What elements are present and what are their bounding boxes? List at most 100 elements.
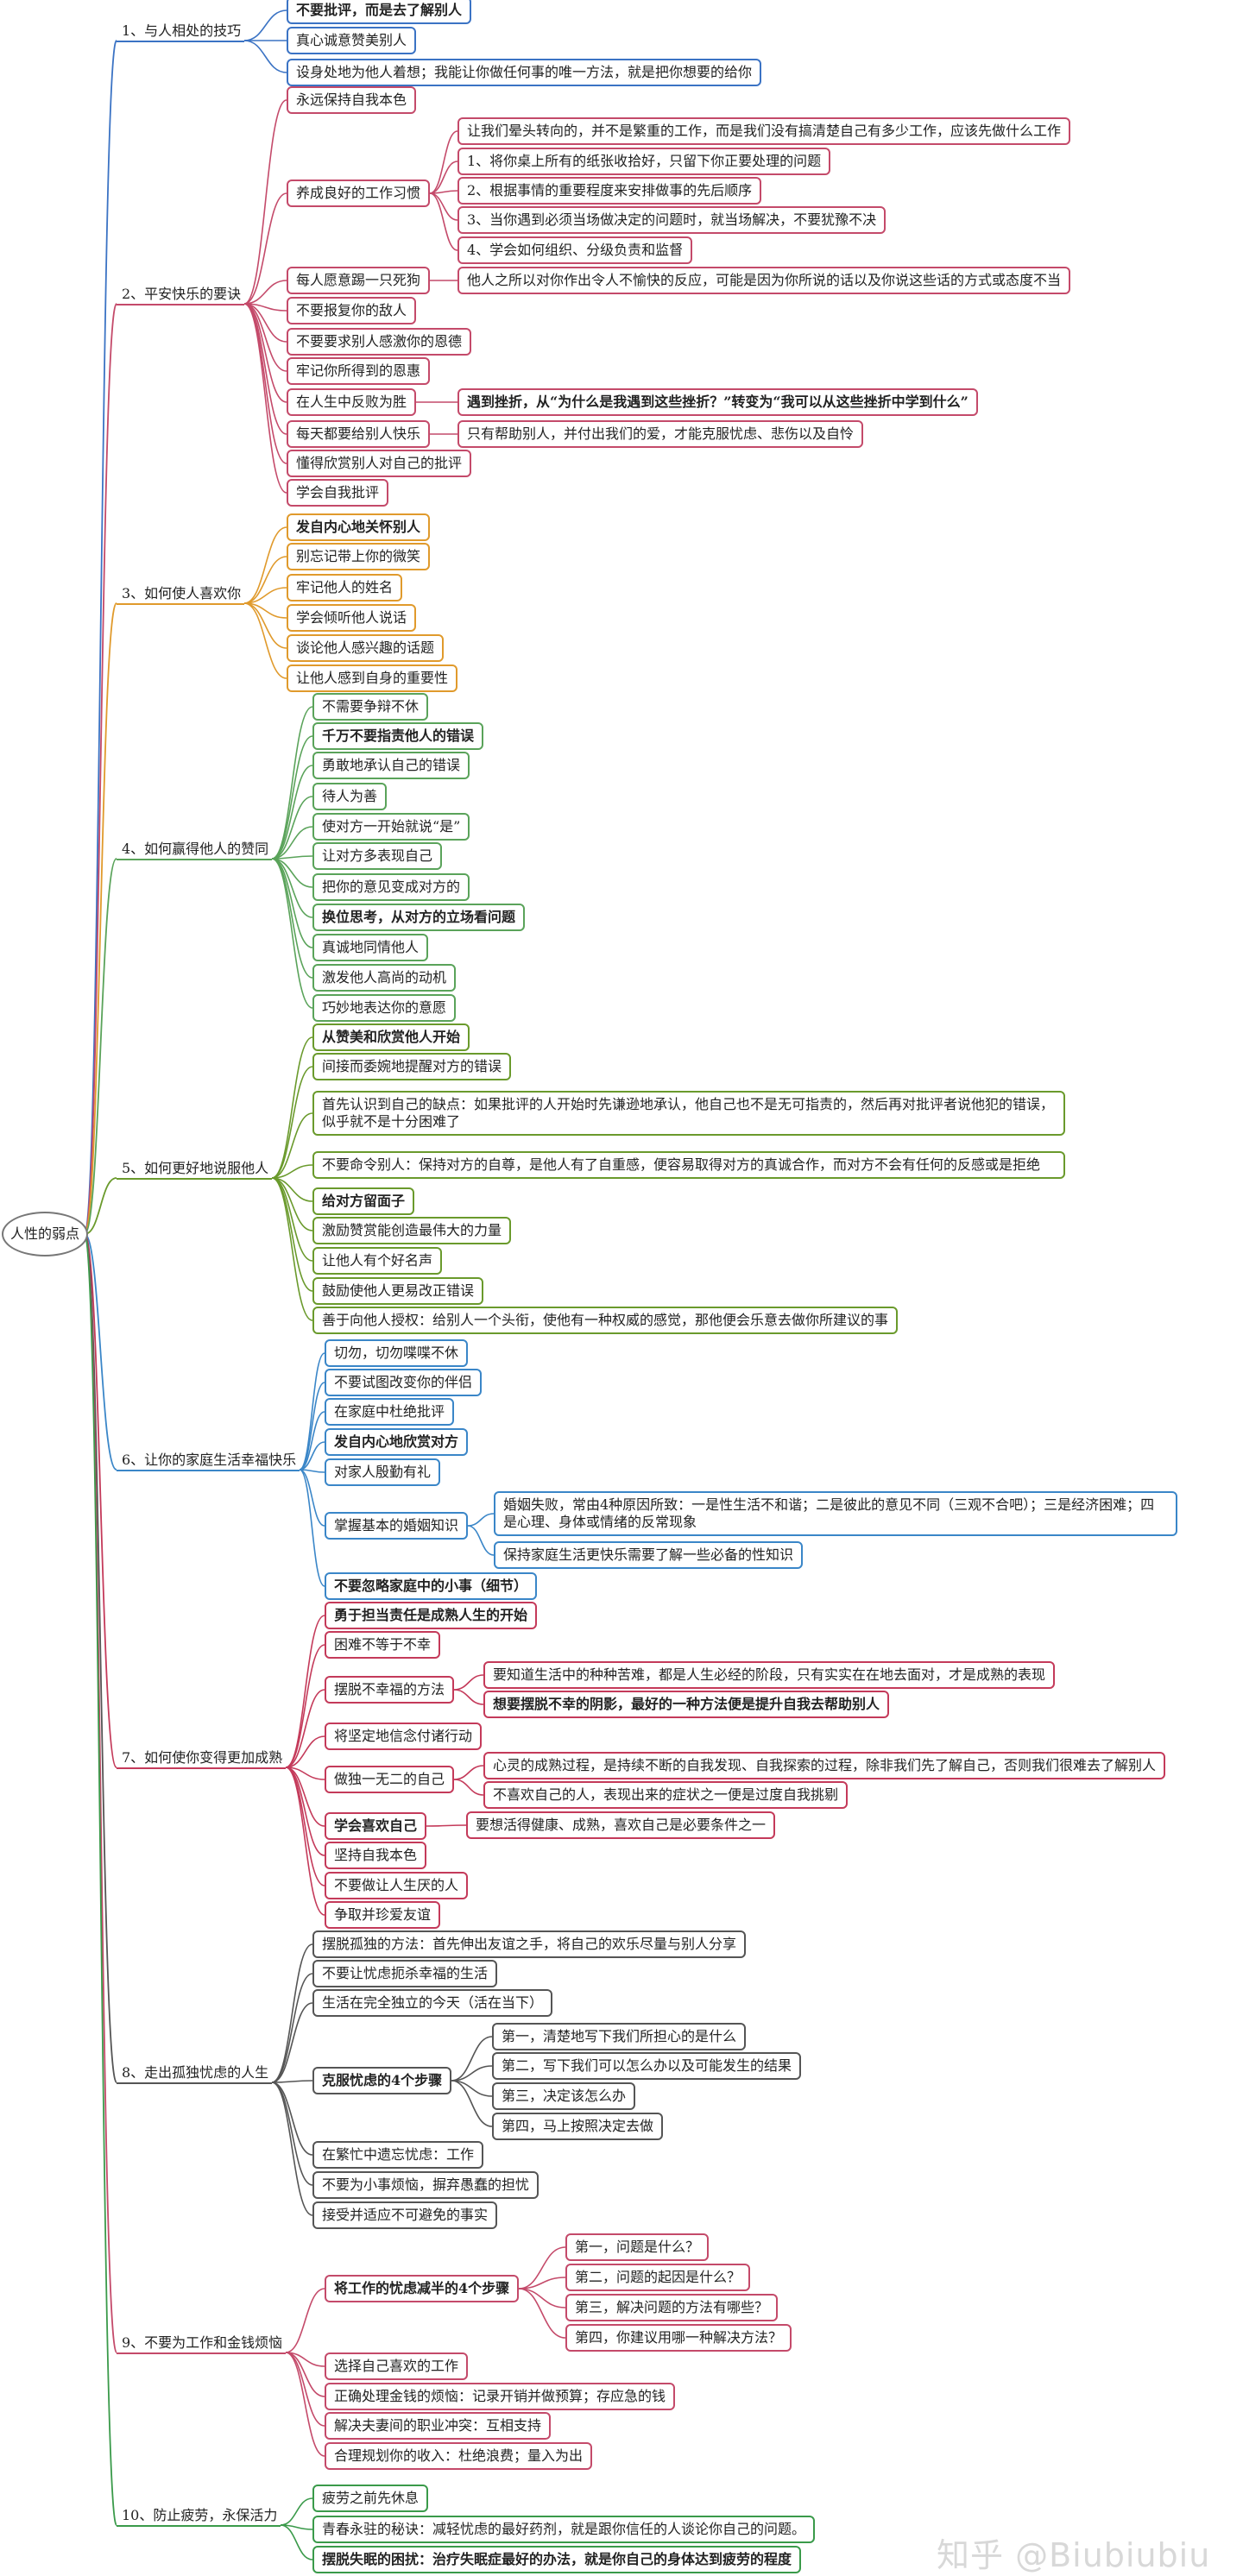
connector-line [299,1469,325,1527]
topic-node: 不要为小事烦恼，摒弃愚蠢的担忧 [312,2171,539,2199]
connector-line [451,2080,493,2127]
subtopic-node: 第四，马上按照决定去做 [492,2113,664,2140]
root-node: 人性的弱点 [2,1212,89,1257]
connector-line [429,192,458,251]
connector-line [453,1765,484,1780]
topic-node: 从赞美和欣赏他人开始 [312,1023,470,1051]
connector-line [451,2036,493,2082]
connector-line [84,1233,117,1768]
connector-line [299,1469,325,1587]
branch-3: 3、如何使人喜欢你 [117,585,245,605]
topic-node: 切勿，切勿喋喋不休 [325,1339,469,1367]
connector-line [285,2288,325,2353]
connector-line [271,765,313,860]
topic-node: 合理规划你的收入：杜绝浪费；量入为出 [325,2442,593,2470]
connector-line [271,2080,313,2083]
subtopic-node: 只有帮助别人，并付出我们的爱，才能克服忧虑、悲伤以及自怜 [457,420,864,448]
topic-node: 懂得欣赏别人对自己的批评 [287,450,472,477]
topic-node: 生活在完全独立的今天（活在当下） [312,1989,553,2017]
connector-line [453,1689,484,1705]
topic-node: 接受并适应不可避免的事实 [312,2201,498,2229]
connector-line [84,40,117,1235]
topic-node: 学会自我批评 [287,479,389,507]
topic-node: 让他人有个好名声 [312,1247,443,1275]
topic-node: 激励赞赏能创造最伟大的力量 [312,1217,512,1244]
topic-node: 不要做让人生厌的人 [325,1872,469,1899]
connector-line [271,1177,313,1231]
subtopic-node: 第三，决定该怎么办 [492,2082,636,2110]
connector-line [84,1233,117,2083]
topic-node: 争取并珍爱友谊 [325,1901,441,1929]
connector-line [243,280,287,305]
branch-9: 9、不要为工作和金钱烦恼 [117,2334,287,2354]
connector-line [518,2288,566,2339]
topic-node: 不要试图改变你的伴侣 [325,1369,483,1396]
branch-7: 7、如何使你变得更加成熟 [117,1749,287,1769]
connector-line [84,303,117,1235]
connector-line [280,2497,313,2526]
topic-node: 每天都要给别人快乐 [287,420,431,448]
connector-line [243,526,287,604]
topic-node: 对家人殷勤有礼 [325,1458,441,1486]
connector-line [271,1943,313,2083]
connector-line [243,9,287,41]
topic-node: 善于向他人授权：给别人一个头衔，使他有一种权威的感觉，那他便会乐意去做你所建议的… [312,1307,899,1334]
connector-line [271,1066,313,1179]
connector-line [299,1382,325,1471]
topic-node: 鼓励使他人更易改正错误 [312,1277,484,1305]
topic-node: 疲劳之前先休息 [312,2485,429,2512]
connector-line [299,1469,325,1473]
connector-line [285,1689,325,1768]
topic-node: 解决夫妻间的职业冲突：互相支持 [325,2412,552,2440]
subtopic-node: 心灵的成熟过程，是持续不断的自我发现、自我探索的过程，除非我们先了解自己，否则我… [483,1752,1166,1779]
connector-line [518,2288,566,2308]
subtopic-node: 第四，你建议用哪一种解决方法？ [565,2324,792,2352]
branch-4: 4、如何赢得他人的赞同 [117,841,273,860]
connector-line [243,303,287,343]
topic-node: 选择自己喜欢的工作 [325,2352,469,2380]
connector-line [271,1973,313,2083]
subtopic-node: 想要摆脱不幸的阴影，最好的一种方法便是提升自我去帮助别人 [483,1691,890,1718]
connector-line [271,2002,313,2083]
subtopic-node: 遇到挫折，从“为什么是我遇到这些挫折？”转变为“我可以从这些挫折中学到什么” [457,388,978,416]
connector-line [84,602,117,1235]
topic-node: 设身处地为他人着想；我能让你做任何事的唯一方法，就是把你想要的给你 [287,59,762,86]
topic-node: 学会倾听他人说话 [287,604,417,632]
connector-line [285,1615,325,1768]
topic-node: 不要命令别人：保持对方的自尊，是他人有了自重感，便容易取得对方的真诚合作，而对方… [312,1151,1065,1179]
topic-node: 发自内心地欣赏对方 [325,1428,469,1456]
connector-line [426,1824,467,1827]
connector-line [451,2065,493,2082]
topic-node: 让对方多表现自己 [312,842,443,870]
connector-line [271,858,313,1009]
topic-node: 养成良好的工作习惯 [287,180,431,207]
topic-node: 别忘记带上你的微笑 [287,543,431,570]
connector-line [429,192,458,221]
connector-line [429,130,458,194]
connector-line [518,2277,566,2289]
connector-line [84,1233,117,2526]
connector-line [243,602,287,679]
connector-line [285,1767,325,1827]
topic-node: 不要报复你的敌人 [287,297,417,324]
connector-line [84,1233,117,1471]
topic-node: 换位思考，从对方的立场看问题 [312,904,526,931]
topic-node: 让他人感到自身的重要性 [287,664,458,692]
topic-node: 将工作的忧虑减半的4个步骤 [325,2275,520,2302]
connector-line [243,303,287,494]
connector-line [243,192,287,305]
connector-line [243,303,287,372]
topic-node: 使对方一开始就说“是” [312,813,470,841]
topic-node: 巧妙地表达你的意愿 [312,994,457,1022]
subtopic-node: 3、当你遇到必须当场做决定的问题时，就当场解决，不要犹豫不决 [457,206,887,234]
topic-node: 困难不等于不幸 [325,1631,441,1659]
connector-line [285,2352,325,2457]
subtopic-node: 要想活得健康、成熟，喜欢自己是必要条件之一 [466,1811,776,1839]
connector-line [271,1164,313,1179]
connector-line [271,858,313,979]
connector-line [467,1525,495,1556]
subtopic-node: 婚姻失败，常由4种原因所致：一是性生活不和谐；二是彼此的意见不同（三观不合吧）；… [494,1491,1177,1536]
connector-line [299,1441,325,1471]
connector-line [518,2246,566,2289]
